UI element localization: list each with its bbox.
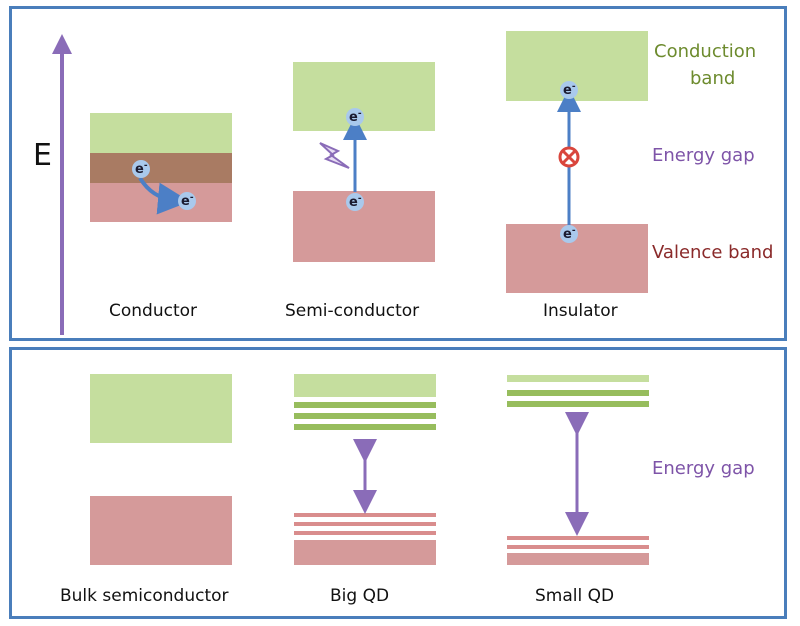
svg-text:e-: e- [563,226,576,242]
bulk-valence-band [90,496,232,565]
big-qd-label: Big QD [330,586,390,606]
conductor-electron-flow-arrow [138,176,190,215]
valence-band-label: Valence band [652,242,774,263]
blocked-transition-icon [558,146,580,168]
energy-axis-label: E [33,138,52,173]
insulator-bands: e- e- [506,31,648,293]
semiconductor-label: Semi-conductor [285,301,420,321]
electron-icon [346,193,364,211]
big-qd-bands [294,374,436,565]
electron-icon [346,108,364,126]
semiconductor-bands: e- e- [293,62,435,262]
electron-icon [178,192,196,210]
svg-text:e-: e- [349,194,362,210]
svg-text:e-: e- [135,161,148,177]
lightning-icon [319,142,350,169]
conductor-overlap-band [90,153,232,183]
bulk-conduction-band [90,374,232,443]
conductor-conduction-band [90,113,232,153]
conductor-label: Conductor [109,301,198,321]
bulk-semiconductor-bands [90,374,232,565]
electron-icon [132,160,150,178]
svg-text:e-: e- [349,109,362,125]
small-qd-bands [507,375,649,565]
electron-icon [560,225,578,243]
insulator-label: Insulator [543,301,618,321]
svg-text:e-: e- [181,193,194,209]
energy-axis [52,34,72,335]
bulk-semiconductor-label: Bulk semiconductor [60,586,229,606]
conduction-band-label-line2: band [690,68,736,89]
bottom-energy-gap-label: Energy gap [652,458,755,479]
conduction-band-label-line1: Conduction [654,41,757,62]
energy-gap-label: Energy gap [652,145,755,166]
conductor-bands: e- e- [90,113,232,222]
conductor-valence-band [90,183,232,222]
semiconductor-conduction-band [293,62,435,131]
electron-icon [560,81,578,99]
small-qd-label: Small QD [535,586,615,606]
svg-text:e-: e- [563,82,576,98]
semiconductor-valence-band [293,191,435,262]
